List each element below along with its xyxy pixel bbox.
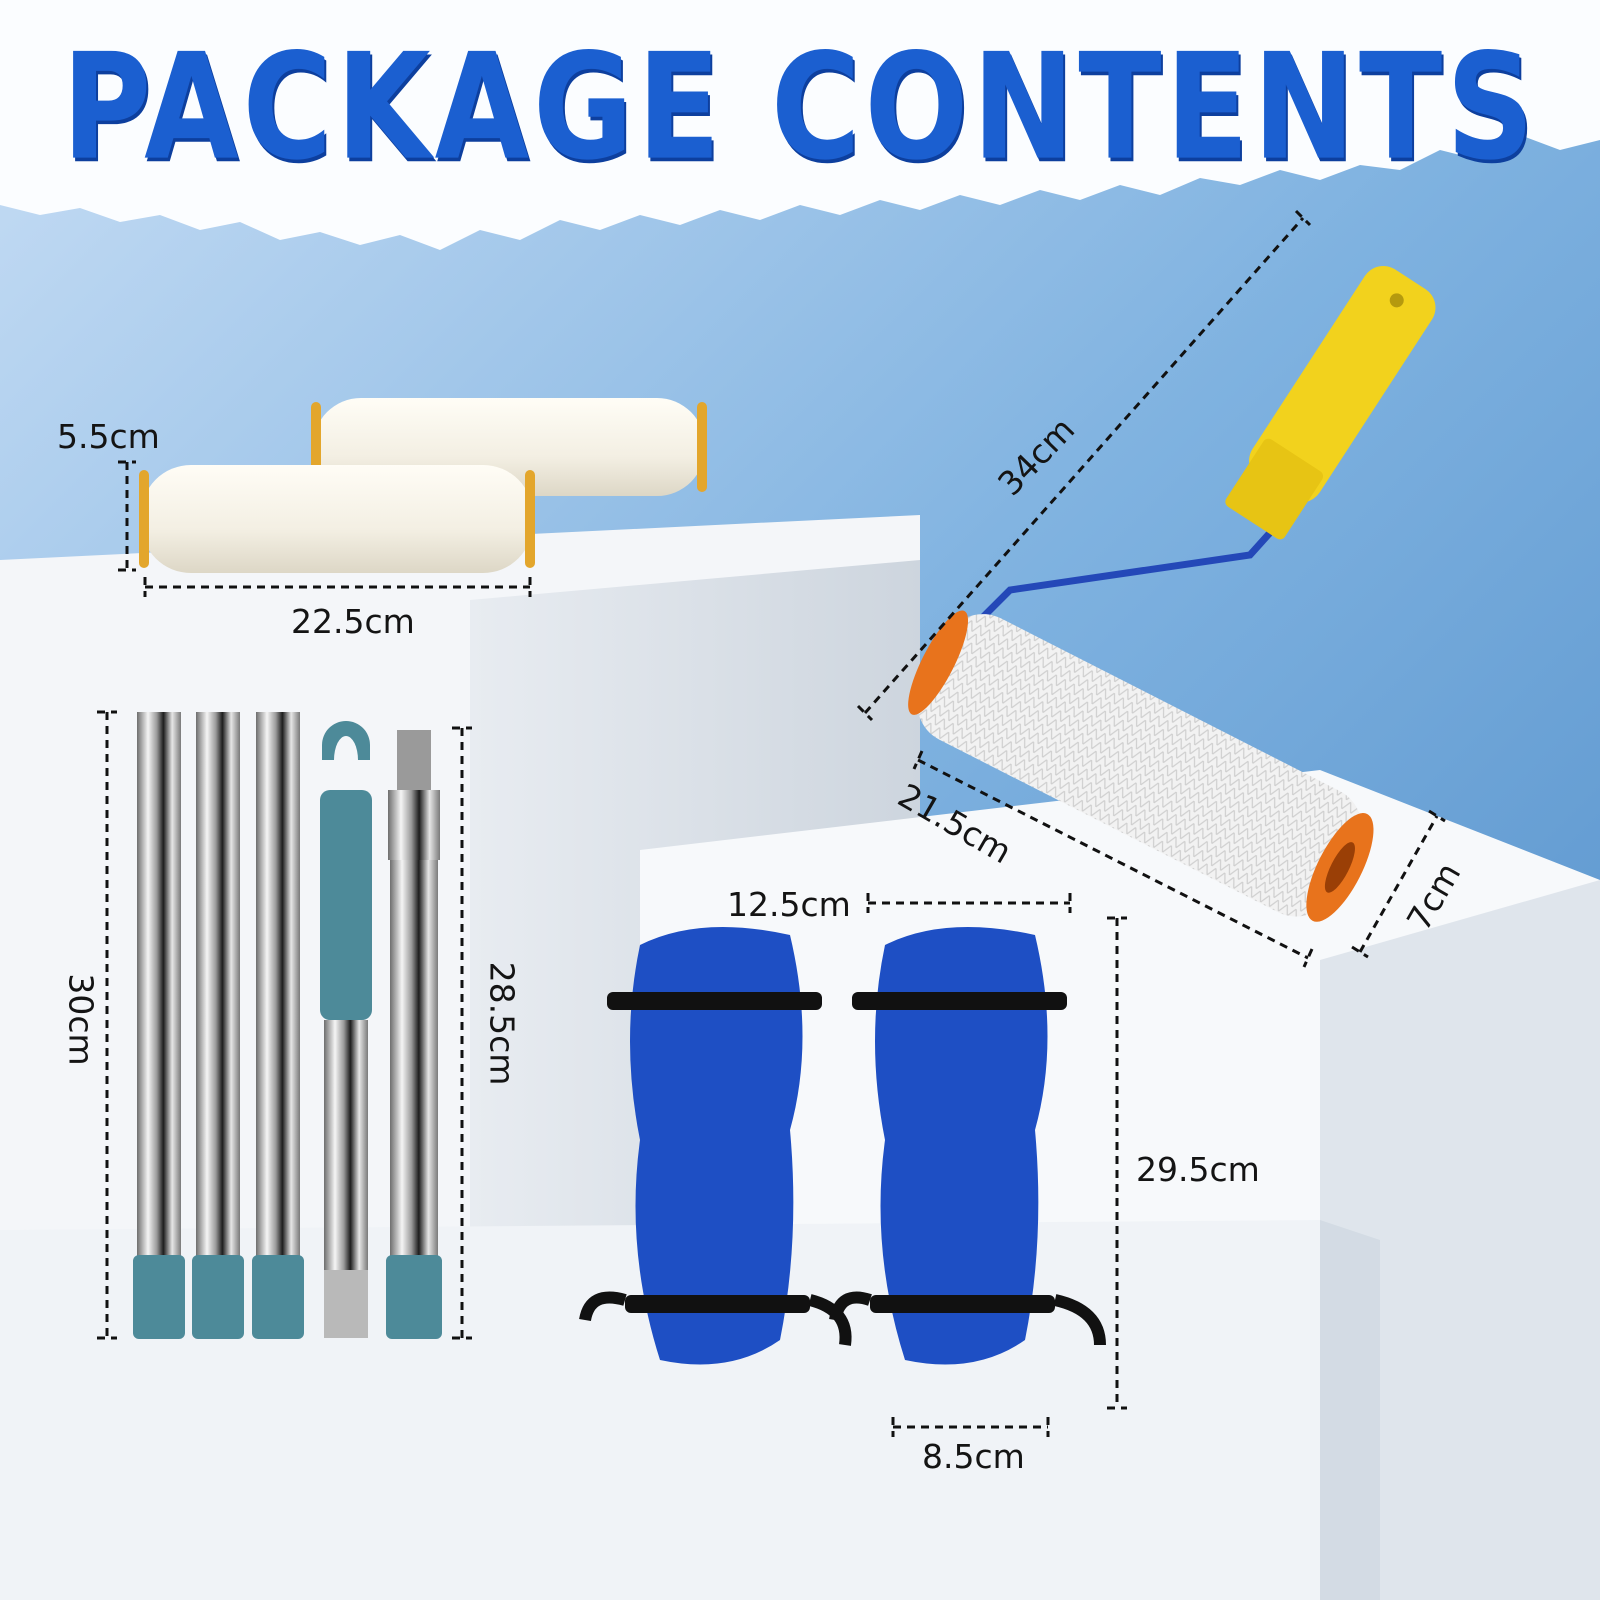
dim-line-21-5cm — [912, 750, 1314, 968]
spiked-shoe-left — [579, 927, 852, 1365]
label-shoe-heel-width: 8.5cm — [922, 1437, 1025, 1476]
label-shoe-width: 12.5cm — [727, 885, 851, 924]
dim-line-7cm — [1351, 809, 1446, 959]
rod-threaded-tip-section — [386, 730, 442, 1339]
dim-line-30cm — [97, 710, 117, 1340]
foam-roller-front — [139, 465, 535, 573]
label-spare-roller-length: 22.5cm — [291, 602, 415, 641]
spiked-shoe-right — [829, 927, 1106, 1365]
torn-paper-header — [0, 0, 1600, 250]
yellow-handle — [1225, 266, 1436, 540]
label-rod-handle-length: 28.5cm — [482, 961, 522, 1086]
dim-line-28-5cm — [452, 726, 472, 1340]
dim-line-12-5cm — [866, 893, 1072, 913]
rod-grip-section — [320, 721, 372, 1338]
dim-line-29-5cm — [1107, 916, 1127, 1410]
label-rod-length: 30cm — [61, 973, 101, 1066]
dim-line-34cm — [856, 209, 1312, 722]
telescopic-rod-sections — [133, 712, 442, 1339]
label-shoe-length: 29.5cm — [1136, 1150, 1260, 1189]
dimension-lines — [97, 209, 1446, 1437]
label-spare-roller-diameter: 5.5cm — [57, 417, 160, 456]
rod-section-2 — [192, 712, 244, 1339]
dim-line-8-5cm — [891, 1417, 1050, 1437]
rod-section-3 — [252, 712, 304, 1339]
spare-foam-rollers — [139, 398, 707, 573]
spiked-roller — [908, 266, 1436, 922]
spiked-shoes — [579, 927, 1106, 1365]
rod-section-1 — [133, 712, 185, 1339]
dim-line-22-5cm — [143, 577, 532, 597]
page-title: PACKAGE CONTENTS — [61, 22, 1539, 193]
spiked-roller-cylinder — [908, 610, 1374, 922]
dim-line-5-5cm — [118, 460, 136, 572]
